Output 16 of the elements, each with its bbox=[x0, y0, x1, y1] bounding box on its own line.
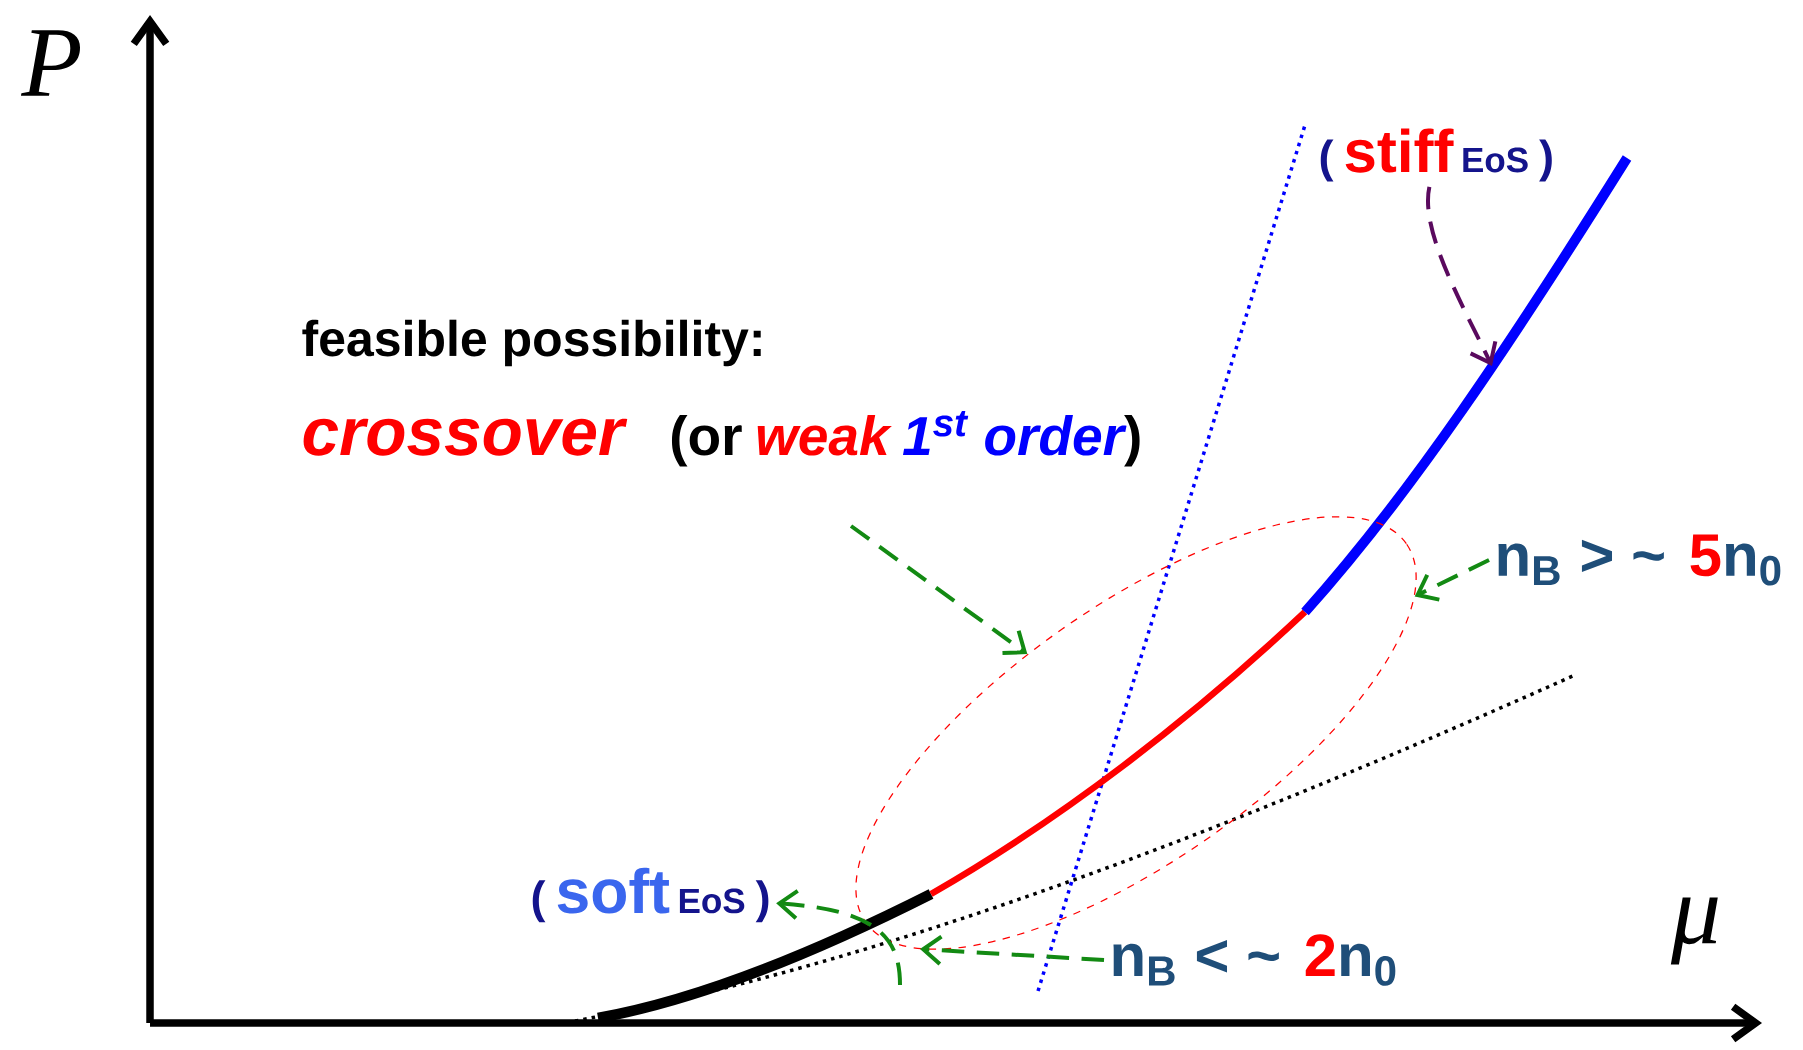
text-label: n$_{B}$ > ~ 5n$_{0}$ bbox=[1498, 534, 1781, 586]
arrow bbox=[1426, 186, 1498, 366]
axis-label: P bbox=[20, 30, 80, 96]
heading-text: crossover (or weak 1$^{st}$ order) bbox=[303, 411, 1140, 467]
arrow bbox=[849, 524, 1028, 655]
label: crossover bbox=[303, 418, 628, 456]
arrow bbox=[776, 889, 902, 986]
arrow bbox=[1414, 558, 1490, 602]
text-label: n$_{B}$ < ~ 2n$_{0}$ bbox=[1113, 934, 1396, 986]
text-label: ( soft EoS ) bbox=[532, 867, 769, 923]
axis-label: μ bbox=[1670, 897, 1718, 965]
label: weak bbox=[757, 415, 892, 456]
text-label: ( stiff EoS ) bbox=[1320, 128, 1552, 182]
arrow bbox=[919, 934, 1105, 966]
note-text: feasible possibility: bbox=[302, 319, 761, 367]
label: (or bbox=[671, 415, 742, 467]
